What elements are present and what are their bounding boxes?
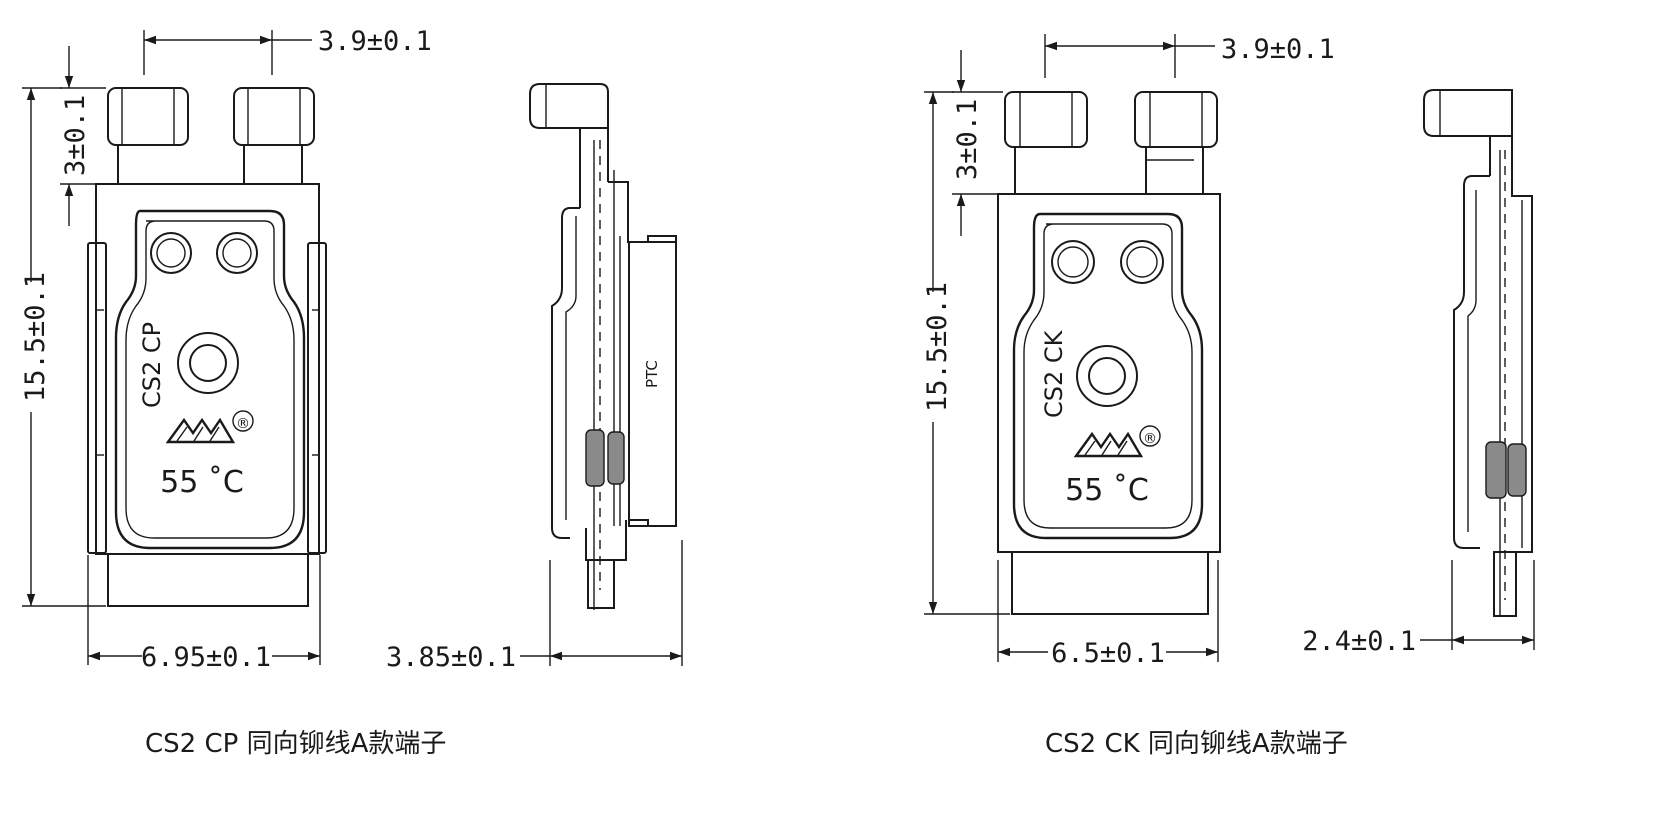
right-dim-width: 6.5±0.1 bbox=[1051, 638, 1165, 669]
left-temperature: 55 ˚C bbox=[160, 465, 244, 500]
right-terminal-right bbox=[1134, 91, 1218, 148]
left-terminal-right bbox=[233, 87, 315, 146]
left-center-rivet bbox=[177, 332, 239, 394]
left-dim-thickness: 3.85±0.1 bbox=[386, 642, 516, 673]
right-front-dimensions: 3.9±0.1 3±0.1 15.5±0.1 6.5±0.1 bbox=[918, 34, 1335, 669]
right-side-dimensions: 2.4±0.1 bbox=[1302, 560, 1535, 657]
left-model-mark: CS2 CP bbox=[138, 322, 166, 408]
left-logo bbox=[165, 417, 236, 444]
right-logo bbox=[1073, 431, 1144, 458]
left-dim-terminal-height: 3±0.1 bbox=[60, 95, 91, 176]
left-caption: CS2 CP 同向铆线A款端子 bbox=[145, 729, 446, 759]
right-registered-mark: ® bbox=[1143, 431, 1157, 447]
left-front-dimensions: 3.9±0.1 3±0.1 15.5±0.1 6.95±0.1 bbox=[16, 26, 432, 673]
left-terminal-left bbox=[107, 87, 189, 146]
left-dim-width: 6.95±0.1 bbox=[141, 642, 271, 673]
left-side-dimensions: 3.85±0.1 bbox=[386, 540, 683, 673]
right-cap-plate bbox=[1012, 212, 1204, 540]
right-temperature: 55 ˚C bbox=[1065, 473, 1149, 508]
right-dim-thickness: 2.4±0.1 bbox=[1302, 626, 1416, 657]
left-dim-total-height: 15.5±0.1 bbox=[20, 272, 51, 402]
right-center-rivet bbox=[1076, 345, 1138, 407]
left-registered-mark: ® bbox=[236, 416, 250, 432]
right-caption: CS2 CK 同向铆线A款端子 bbox=[1045, 729, 1348, 759]
right-side-view bbox=[1423, 89, 1533, 617]
right-dim-terminal-gap: 3.9±0.1 bbox=[1221, 34, 1335, 65]
left-side-view: PTC bbox=[529, 83, 677, 610]
right-front-view: CS2 CK ® 55 ˚C bbox=[997, 91, 1221, 615]
left-ptc-label: PTC bbox=[643, 360, 661, 388]
left-ptc-element bbox=[628, 241, 677, 527]
left-cap-plate bbox=[114, 209, 306, 550]
right-model-mark: CS2 CK bbox=[1040, 329, 1068, 418]
right-dim-total-height: 15.5±0.1 bbox=[922, 282, 953, 412]
right-terminal-left bbox=[1004, 91, 1088, 148]
left-dim-terminal-gap: 3.9±0.1 bbox=[318, 26, 432, 57]
right-dim-terminal-height: 3±0.1 bbox=[952, 99, 983, 180]
left-front-view: CS2 CP ® 55 ˚C bbox=[87, 87, 327, 607]
